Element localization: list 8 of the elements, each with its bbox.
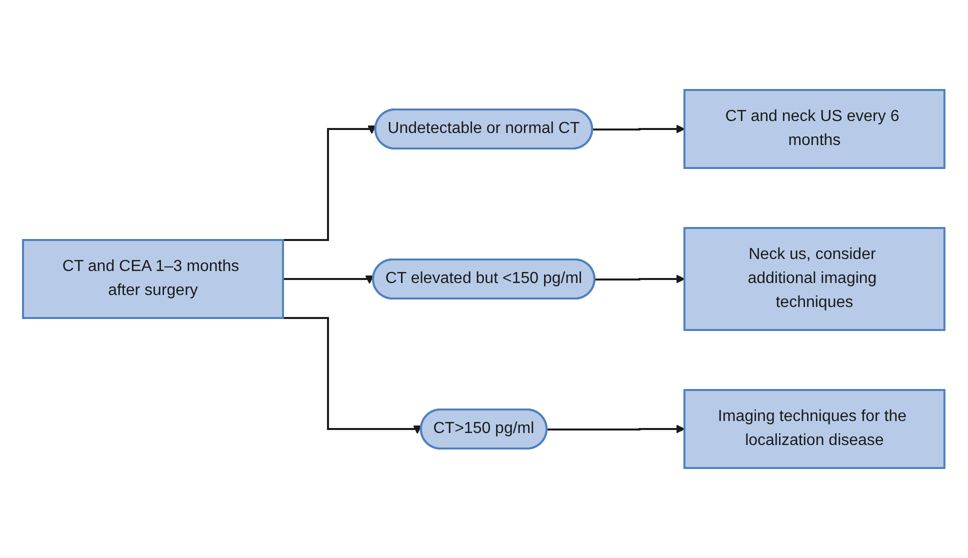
arrow <box>592 124 686 134</box>
arrow <box>283 275 374 284</box>
node-box: Imaging techniques for the localization disease <box>684 389 946 469</box>
node-box: Neck us, consider additional imaging techniques <box>684 227 946 331</box>
arrow <box>547 424 686 434</box>
node-box: CT and CEA 1–3 months after surgery <box>22 239 284 319</box>
arrow <box>595 274 686 284</box>
node-box: CT and neck US every 6 months <box>684 89 946 169</box>
